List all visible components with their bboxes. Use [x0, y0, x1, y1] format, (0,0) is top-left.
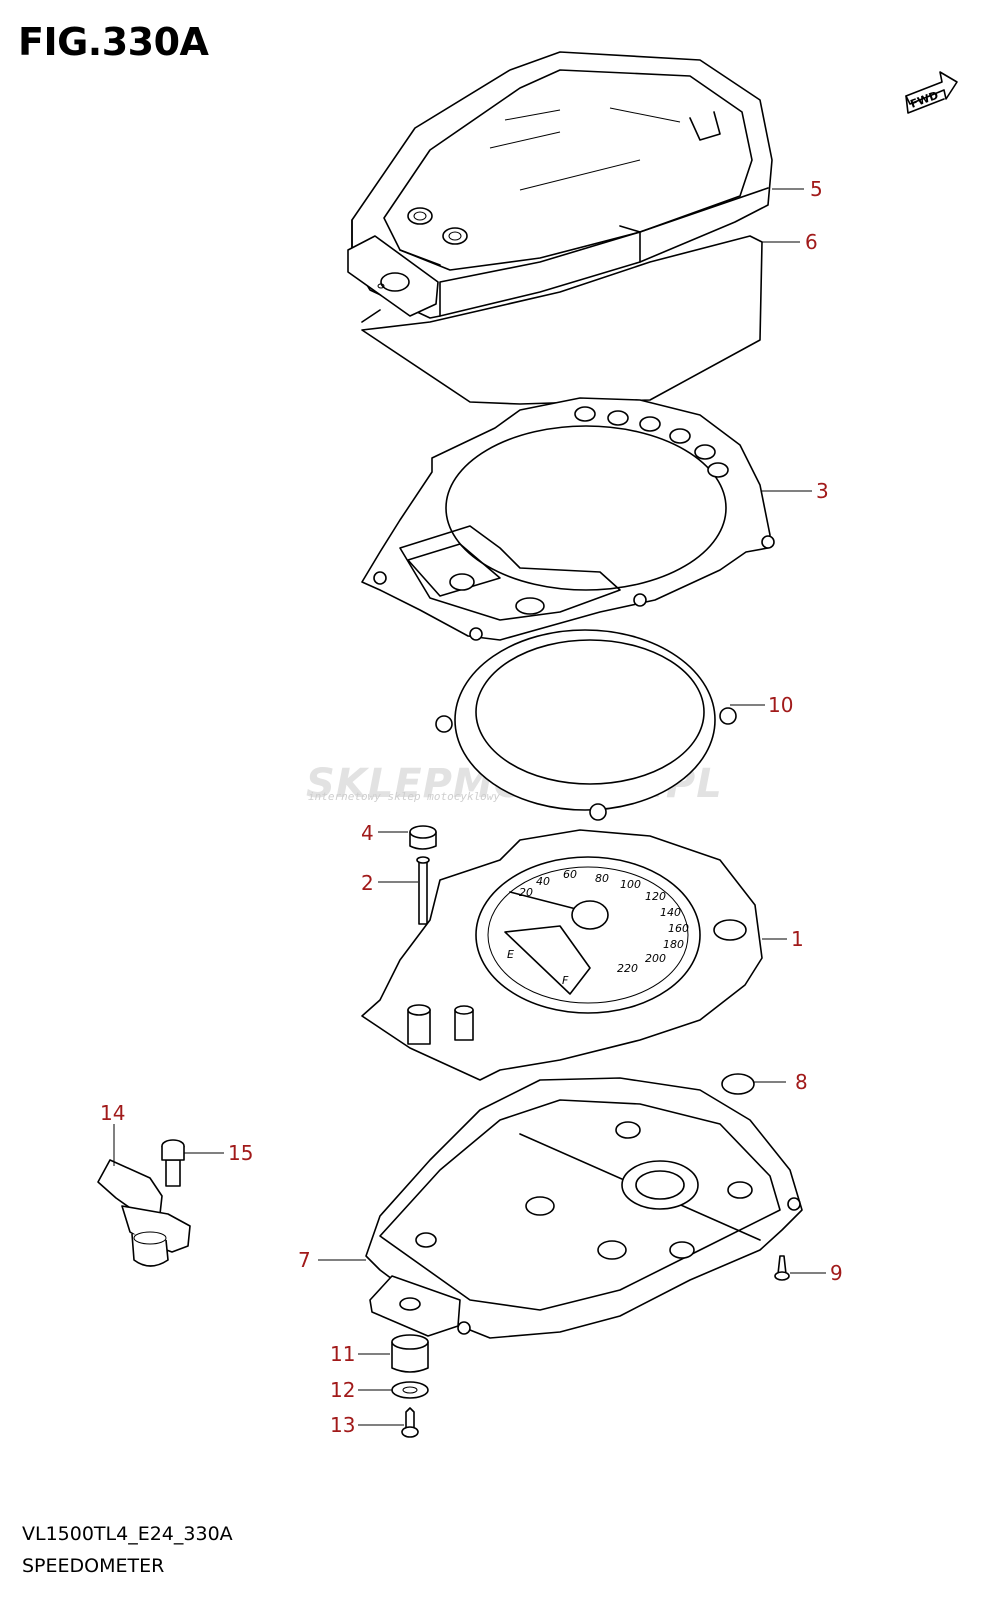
callout-9: 9: [830, 1261, 843, 1285]
part-8-cap[interactable]: [721, 1073, 755, 1095]
svg-text:40: 40: [536, 875, 550, 888]
callout-12: 12: [330, 1378, 355, 1402]
callout-4: 4: [361, 821, 374, 845]
callout-13: 13: [330, 1413, 355, 1437]
callout-7: 7: [298, 1248, 311, 1272]
part-3-frame[interactable]: [361, 397, 775, 641]
indicator-lamp-holes: [574, 406, 729, 478]
callout-6: 6: [805, 230, 818, 254]
fwd-arrow-icon: FWD: [905, 71, 958, 114]
callout-15: 15: [228, 1141, 253, 1165]
callout-14: 14: [100, 1101, 125, 1125]
part-15-bolt[interactable]: [161, 1139, 185, 1187]
svg-text:180: 180: [663, 938, 684, 951]
part-4-cap[interactable]: [409, 825, 437, 850]
svg-text:160: 160: [668, 922, 689, 935]
svg-text:220: 220: [617, 962, 638, 975]
svg-text:E: E: [507, 948, 514, 961]
callout-5: 5: [810, 177, 823, 201]
part-9-screw[interactable]: [774, 1255, 790, 1281]
svg-text:60: 60: [563, 868, 577, 881]
callout-11: 11: [330, 1342, 355, 1366]
fwd-label: FWD: [909, 89, 940, 111]
figure-title: FIG.330A: [18, 20, 209, 64]
callout-1: 1: [791, 927, 804, 951]
part-12-washer[interactable]: [391, 1381, 429, 1399]
part-6-gasket[interactable]: [361, 235, 763, 405]
callout-3: 3: [816, 479, 829, 503]
callout-labels: 5 6 3 10 4 2 1 8 14 15 7 9 11 12 13: [100, 177, 843, 1437]
watermark-tagline: internetowy sklep motocyklowy: [308, 790, 501, 803]
part-13-screw[interactable]: [401, 1407, 419, 1438]
svg-text:200: 200: [645, 952, 666, 965]
callout-10: 10: [768, 693, 793, 717]
part-14-speed-sensor[interactable]: [97, 1159, 191, 1267]
part-10-ring[interactable]: [435, 629, 737, 821]
part-1-meter-assembly[interactable]: 20 40 60 80 100 120 140 160 180 200 220 …: [361, 829, 763, 1081]
callout-2: 2: [361, 871, 374, 895]
part-7-lower-case[interactable]: [365, 1077, 803, 1339]
leader-lines: [113, 188, 826, 1426]
svg-text:140: 140: [660, 906, 681, 919]
svg-text:20: 20: [519, 886, 533, 899]
model-code: VL1500TL4_E24_330A: [22, 1523, 233, 1545]
svg-text:120: 120: [645, 890, 666, 903]
svg-text:80: 80: [595, 872, 609, 885]
part-5-upper-cover[interactable]: [347, 51, 773, 319]
part-2-pin[interactable]: [416, 856, 430, 925]
part-11-grommet[interactable]: [391, 1334, 429, 1373]
svg-text:F: F: [562, 974, 569, 987]
callout-8: 8: [795, 1070, 808, 1094]
section-name: SPEEDOMETER: [22, 1555, 165, 1577]
dial-scale: 20 40 60 80 100 120 140 160 180 200 220 …: [507, 868, 689, 987]
svg-text:100: 100: [620, 878, 641, 891]
